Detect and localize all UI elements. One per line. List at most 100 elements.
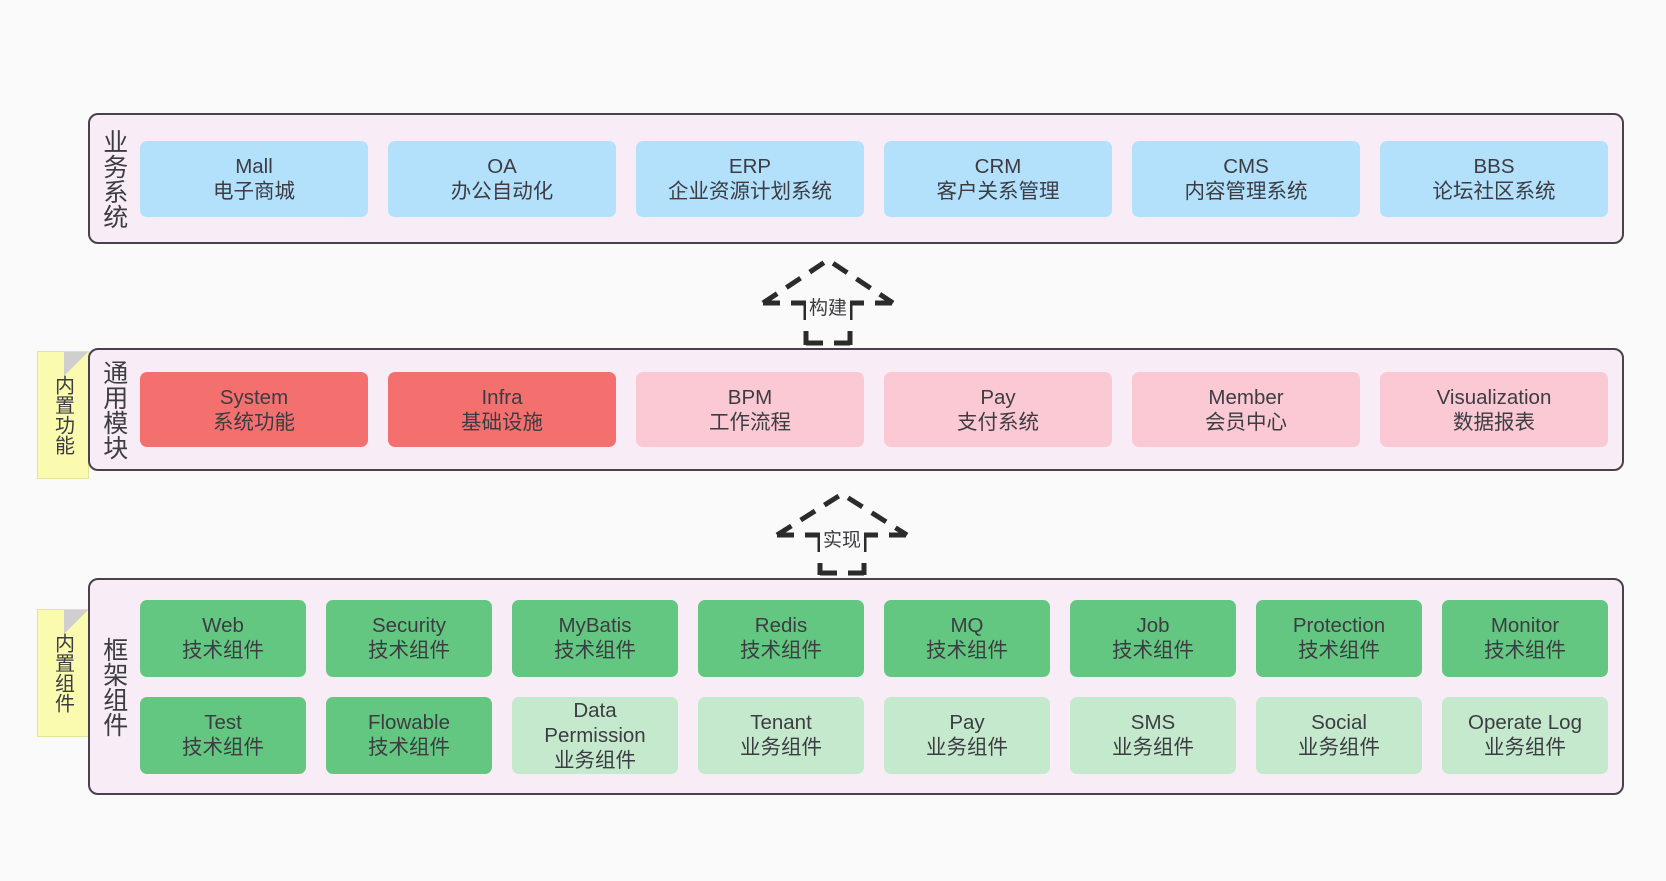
- component-card-subtitle: 技术组件: [926, 639, 1008, 662]
- note-label: 内置功能: [51, 375, 74, 455]
- layer-body-business: Mall 电子商城 OA 办公自动化 ERP 企业资源计划系统 CRM 客户关系…: [136, 115, 1622, 242]
- module-card-subtitle: 工作流程: [709, 410, 791, 434]
- component-card-social[interactable]: Social 业务组件: [1256, 696, 1422, 774]
- component-card-subtitle: 业务组件: [1112, 736, 1194, 759]
- component-card-subtitle: 技术组件: [368, 736, 450, 759]
- layer-framework-components[interactable]: 框架组件 Web 技术组件 Security 技术组件 MyBatis 技术组件…: [88, 578, 1624, 795]
- component-card-title: Job: [1136, 614, 1170, 637]
- layer-caption-framework-components: 框架组件: [99, 636, 128, 737]
- note-fold-corner-icon: [64, 610, 88, 634]
- component-card-subtitle: 业务组件: [1298, 736, 1380, 759]
- component-card-operate-log[interactable]: Operate Log 业务组件: [1442, 696, 1608, 774]
- module-card-erp[interactable]: ERP 企业资源计划系统: [636, 140, 864, 217]
- layer-caption-common-modules: 通用模块: [99, 359, 128, 460]
- component-card-subtitle: 业务组件: [926, 736, 1008, 759]
- module-card-subtitle: 论坛社区系统: [1432, 179, 1556, 203]
- module-card-title: BBS: [1473, 154, 1515, 178]
- component-card-subtitle: 技术组件: [1112, 639, 1194, 662]
- module-card-title: OA: [487, 154, 517, 178]
- component-card-title: Data Permission: [544, 698, 646, 747]
- component-card-title: SMS: [1130, 711, 1176, 734]
- module-card-bbs[interactable]: BBS 论坛社区系统: [1380, 140, 1608, 217]
- component-card-subtitle: 业务组件: [1484, 736, 1566, 759]
- component-card-subtitle: 技术组件: [182, 639, 264, 662]
- module-card-title: Visualization: [1436, 385, 1552, 409]
- module-card-member[interactable]: Member 会员中心: [1132, 372, 1360, 447]
- component-card-subtitle: 技术组件: [182, 736, 264, 759]
- module-card-cms[interactable]: CMS 内容管理系统: [1132, 140, 1360, 217]
- module-card-title: Member: [1208, 385, 1284, 409]
- component-card-job[interactable]: Job 技术组件: [1070, 599, 1236, 677]
- component-card-title: Social: [1311, 711, 1367, 734]
- module-card-oa[interactable]: OA 办公自动化: [388, 140, 616, 217]
- component-card-title: Redis: [754, 614, 808, 637]
- module-card-title: Mall: [235, 154, 273, 178]
- module-card-title: CRM: [974, 154, 1022, 178]
- layer-body-common-modules: System 系统功能 Infra 基础设施 BPM 工作流程 Pay 支付系统…: [136, 350, 1622, 469]
- component-card-web[interactable]: Web 技术组件: [140, 599, 306, 677]
- note-builtin-components[interactable]: 内置组件: [37, 609, 89, 737]
- module-card-subtitle: 会员中心: [1205, 410, 1287, 434]
- component-card-sms[interactable]: SMS 业务组件: [1070, 696, 1236, 774]
- module-card-title: CMS: [1223, 154, 1269, 178]
- layer-business-system[interactable]: 业务系统 Mall 电子商城 OA 办公自动化 ERP 企业资源计划系统 CRM…: [88, 113, 1624, 244]
- component-card-subtitle: 业务组件: [554, 748, 636, 772]
- module-card-infra[interactable]: Infra 基础设施: [388, 372, 616, 447]
- component-card-mq[interactable]: MQ 技术组件: [884, 599, 1050, 677]
- component-card-title: Pay: [949, 711, 985, 734]
- note-builtin-features[interactable]: 内置功能: [37, 351, 89, 479]
- component-card-tenant[interactable]: Tenant 业务组件: [698, 696, 864, 774]
- component-card-title: Flowable: [367, 711, 451, 734]
- component-card-title: Security: [371, 614, 447, 637]
- component-card-subtitle: 技术组件: [1484, 639, 1566, 662]
- component-card-title: Test: [204, 711, 242, 734]
- connector-implement: 实现: [772, 489, 912, 576]
- component-card-title: Protection: [1292, 614, 1386, 637]
- module-card-crm[interactable]: CRM 客户关系管理: [884, 140, 1112, 217]
- component-card-subtitle: 技术组件: [368, 639, 450, 662]
- layer-row: Test 技术组件 Flowable 技术组件 Data Permission …: [140, 696, 1608, 774]
- module-card-subtitle: 数据报表: [1453, 410, 1535, 434]
- component-card-flowable[interactable]: Flowable 技术组件: [326, 696, 492, 774]
- module-card-title: Pay: [980, 385, 1016, 409]
- module-card-mall[interactable]: Mall 电子商城: [140, 140, 368, 217]
- layer-row: System 系统功能 Infra 基础设施 BPM 工作流程 Pay 支付系统…: [140, 372, 1608, 447]
- module-card-subtitle: 电子商城: [213, 179, 295, 203]
- layer-common-modules[interactable]: 通用模块 System 系统功能 Infra 基础设施 BPM 工作流程 Pay…: [88, 348, 1624, 471]
- component-card-mybatis[interactable]: MyBatis 技术组件: [512, 599, 678, 677]
- module-card-bpm[interactable]: BPM 工作流程: [636, 372, 864, 447]
- component-card-protection[interactable]: Protection 技术组件: [1256, 599, 1422, 677]
- component-card-title: MQ: [950, 614, 984, 637]
- module-card-title: ERP: [728, 154, 772, 178]
- module-card-title: BPM: [727, 385, 773, 409]
- layer-caption-business: 业务系统: [99, 128, 128, 229]
- component-card-test[interactable]: Test 技术组件: [140, 696, 306, 774]
- component-card-data-permission[interactable]: Data Permission 业务组件: [512, 696, 678, 774]
- connector-implement-label: 实现: [819, 525, 865, 552]
- module-card-visualization[interactable]: Visualization 数据报表: [1380, 372, 1608, 447]
- module-card-subtitle: 内容管理系统: [1184, 179, 1308, 203]
- component-card-subtitle: 技术组件: [554, 639, 636, 662]
- module-card-system[interactable]: System 系统功能: [140, 372, 368, 447]
- connector-build-label: 构建: [805, 293, 851, 320]
- component-card-monitor[interactable]: Monitor 技术组件: [1442, 599, 1608, 677]
- module-card-subtitle: 企业资源计划系统: [668, 179, 832, 203]
- component-card-redis[interactable]: Redis 技术组件: [698, 599, 864, 677]
- component-card-title: Operate Log: [1468, 711, 1582, 734]
- note-fold-corner-icon: [64, 352, 88, 376]
- module-card-subtitle: 系统功能: [213, 410, 295, 434]
- module-card-subtitle: 支付系统: [957, 410, 1039, 434]
- component-card-security[interactable]: Security 技术组件: [326, 599, 492, 677]
- component-card-pay[interactable]: Pay 业务组件: [884, 696, 1050, 774]
- component-card-title: Web: [202, 614, 244, 637]
- component-card-title: Tenant: [750, 711, 812, 734]
- component-card-subtitle: 业务组件: [740, 736, 822, 759]
- layer-row: Mall 电子商城 OA 办公自动化 ERP 企业资源计划系统 CRM 客户关系…: [140, 140, 1608, 217]
- component-card-subtitle: 技术组件: [1298, 639, 1380, 662]
- module-card-title: Infra: [481, 385, 523, 409]
- module-card-pay[interactable]: Pay 支付系统: [884, 372, 1112, 447]
- module-card-title: System: [219, 385, 289, 409]
- layer-body-framework-components: Web 技术组件 Security 技术组件 MyBatis 技术组件 Redi…: [136, 580, 1622, 793]
- component-card-title: Monitor: [1490, 614, 1560, 637]
